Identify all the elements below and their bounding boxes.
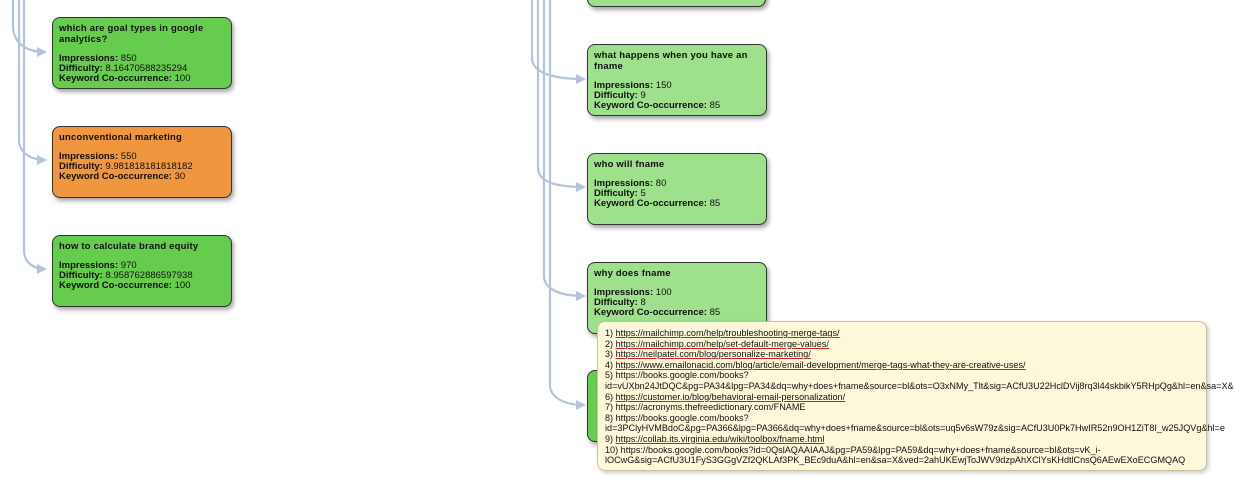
cooccurrence-label: Keyword Co-occurrence: — [59, 73, 172, 84]
node-question: which are goal types in google analytics… — [59, 23, 204, 45]
difficulty-label: Difficulty: — [594, 188, 638, 199]
node-question: unconventional marketing — [59, 132, 183, 143]
source-line: 1) https://mailchimp.com/help/troublesho… — [605, 328, 840, 338]
difficulty-label: Difficulty: — [59, 63, 103, 74]
difficulty-value: 8 — [640, 297, 646, 308]
impressions-label: Impressions: — [594, 178, 654, 189]
cooccurrence-label: Keyword Co-occurrence: — [594, 198, 707, 209]
cooccurrence-label: Keyword Co-occurrence: — [59, 280, 172, 291]
impressions-label: Impressions: — [594, 287, 654, 298]
keyword-node-card[interactable]: which are goal types in google analytics… — [52, 17, 232, 89]
source-line: id=3PClyHVMBdoC&pg=PA366&lpg=PA366&dq=wh… — [605, 423, 1225, 434]
cooccurrence-value: 100 — [174, 280, 191, 291]
source-link[interactable]: https://customer.io/blog/behavioral-emai… — [615, 391, 846, 402]
source-line: 8) https://books.google.com/books? — [605, 412, 749, 423]
source-line: 2) https://mailchimp.com/help/set-defaul… — [605, 338, 829, 349]
impressions-value: 550 — [120, 151, 137, 162]
keyword-node-card[interactable]: how to calculate brand equity Impression… — [52, 235, 232, 307]
impressions-value: 970 — [120, 260, 137, 271]
sources-tooltip: 1) https://mailchimp.com/help/troublesho… — [597, 321, 1234, 471]
impressions-value: 850 — [120, 53, 137, 64]
difficulty-value: 8.958762886597938 — [105, 270, 193, 281]
node-question: what happens when you have an fname — [594, 50, 748, 72]
source-line: 5) https://books.google.com/books? — [605, 370, 749, 381]
cooccurrence-value: 30 — [174, 171, 186, 182]
connector-lines — [11, 0, 586, 410]
impressions-label: Impressions: — [59, 260, 119, 271]
node-question: who will fname — [594, 159, 665, 170]
cooccurrence-label: Keyword Co-occurrence: — [594, 100, 707, 111]
difficulty-value: 9 — [640, 90, 646, 101]
source-text: id=3PClyHVMBdoC&pg=PA366&lpg=PA366&dq=wh… — [605, 423, 1225, 434]
cooccurrence-label: Keyword Co-occurrence: — [594, 307, 707, 318]
cooccurrence-label: Keyword Co-occurrence: — [59, 171, 172, 182]
source-text: https://books.google.com/books? — [615, 412, 749, 423]
keyword-node-card[interactable]: unconventional marketing Impressions: 55… — [52, 126, 232, 198]
source-text: lOCwG&sig=ACfU3U1FyS3GGgVZf2QKLAf3PK_BEc… — [605, 455, 1186, 466]
cooccurrence-value: 85 — [709, 198, 721, 209]
difficulty-value: 9.981818181818182 — [105, 161, 193, 172]
node-question: why does fname — [594, 268, 671, 279]
difficulty-label: Difficulty: — [594, 297, 638, 308]
difficulty-value: 5 — [640, 188, 646, 199]
cooccurrence-value: 85 — [709, 100, 721, 111]
impressions-value: 80 — [655, 178, 667, 189]
source-text: https://acronyms.thefreedictionary.com/F… — [615, 402, 806, 413]
keyword-node-card[interactable]: who will fname Impressions: 80 Difficult… — [587, 153, 767, 225]
source-line: 3) https://neilpatel.com/blog/personaliz… — [605, 349, 811, 360]
difficulty-label: Difficulty: — [59, 270, 103, 281]
source-line: 7) https://acronyms.thefreedictionary.co… — [605, 402, 806, 413]
source-text: id=vUXbn24JtDQC&pg=PA34&lpg=PA34&dq=why+… — [605, 380, 1234, 391]
cooccurrence-value: 85 — [709, 307, 721, 318]
source-line: 6) https://customer.io/blog/behavioral-e… — [605, 391, 846, 402]
source-text: https://books.google.com/books?id=0QslAQ… — [620, 444, 1101, 455]
keyword-node-card[interactable]: what happens when you have an fname Impr… — [587, 44, 767, 116]
impressions-label: Impressions: — [59, 53, 119, 64]
difficulty-label: Difficulty: — [594, 90, 638, 101]
difficulty-label: Difficulty: — [59, 161, 103, 172]
source-link[interactable]: https://mailchimp.com/help/troubleshooti… — [615, 328, 840, 338]
source-line: 9) https://collab.its.virginia.edu/wiki/… — [605, 433, 825, 444]
source-line: lOCwG&sig=ACfU3U1FyS3GGgVZf2QKLAf3PK_BEc… — [605, 455, 1198, 466]
difficulty-value: 8.16470588235294 — [105, 63, 188, 74]
impressions-value: 100 — [655, 287, 672, 298]
source-link[interactable]: https://neilpatel.com/blog/personalize-m… — [615, 349, 811, 360]
source-text: https://books.google.com/books? — [615, 370, 749, 381]
node-question: how to calculate brand equity — [59, 241, 199, 252]
source-link[interactable]: https://mailchimp.com/help/set-default-m… — [615, 338, 829, 349]
impressions-label: Impressions: — [59, 151, 119, 162]
cooccurrence-value: 100 — [174, 73, 191, 84]
source-line: 4) https://www.emailonacid.com/blog/arti… — [605, 359, 1026, 370]
impressions-value: 150 — [655, 80, 672, 91]
impressions-label: Impressions: — [594, 80, 654, 91]
source-link[interactable]: https://collab.its.virginia.edu/wiki/too… — [615, 433, 825, 444]
node-card-top-partial[interactable] — [587, 0, 766, 7]
source-link[interactable]: https://www.emailonacid.com/blog/article… — [615, 359, 1026, 370]
source-line: id=vUXbn24JtDQC&pg=PA34&lpg=PA34&dq=why+… — [605, 381, 1234, 392]
source-line: 10) https://books.google.com/books?id=0Q… — [605, 444, 1101, 455]
